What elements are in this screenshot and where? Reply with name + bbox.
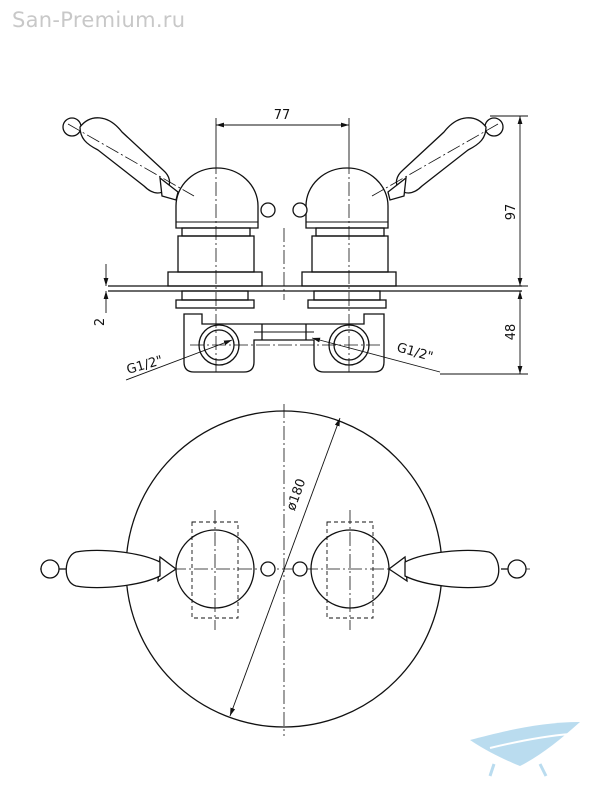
front-view: ø180	[40, 404, 530, 736]
right-valve	[301, 167, 397, 309]
side-view: 77 97 48 2 G1/2" G1/2"	[62, 108, 528, 381]
right-body-hidden	[326, 521, 374, 619]
thread-label-left: G1/2"	[125, 353, 165, 378]
dimension-line-diameter	[229, 417, 341, 717]
right-lever-handle	[292, 117, 504, 218]
dimension-label-2: 2	[93, 318, 108, 326]
bathtub-logo-icon	[470, 722, 580, 777]
connection-block	[183, 313, 385, 373]
dimension-label-48: 48	[504, 324, 519, 341]
left-lever-handle	[62, 117, 276, 218]
dimension-label-77: 77	[274, 108, 291, 123]
thread-leader-left	[125, 339, 233, 381]
dimension-label-diameter: ø180	[284, 477, 309, 513]
left-valve	[167, 167, 263, 309]
site-watermark: San-Premium.ru	[12, 8, 186, 32]
thread-leader-right	[311, 337, 441, 373]
dimension-label-97: 97	[504, 204, 519, 221]
